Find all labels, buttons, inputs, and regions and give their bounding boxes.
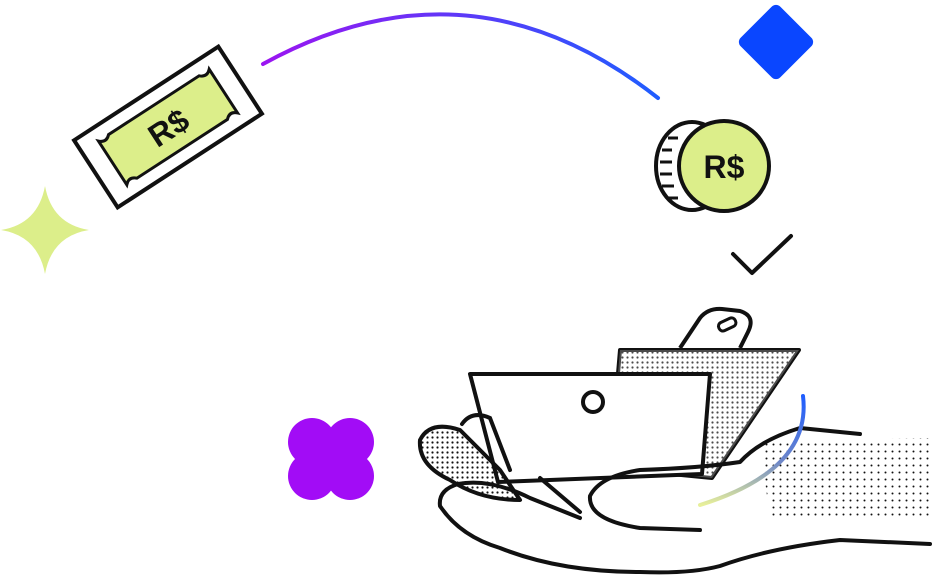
coin-icon: R$: [654, 119, 771, 213]
diamond-icon: [738, 4, 814, 80]
checkmark-icon: [731, 234, 793, 275]
wallet-icon: [468, 306, 801, 484]
hand-shadow: [760, 438, 930, 520]
coin-label: R$: [704, 149, 745, 185]
clover-icon: [288, 418, 374, 500]
hand-icon: [417, 413, 932, 575]
banknote-icon: R$: [71, 43, 265, 211]
transfer-arc: [261, 12, 660, 100]
arrow-arc-icon: [698, 394, 806, 507]
sparkle-icon: [1, 186, 89, 274]
